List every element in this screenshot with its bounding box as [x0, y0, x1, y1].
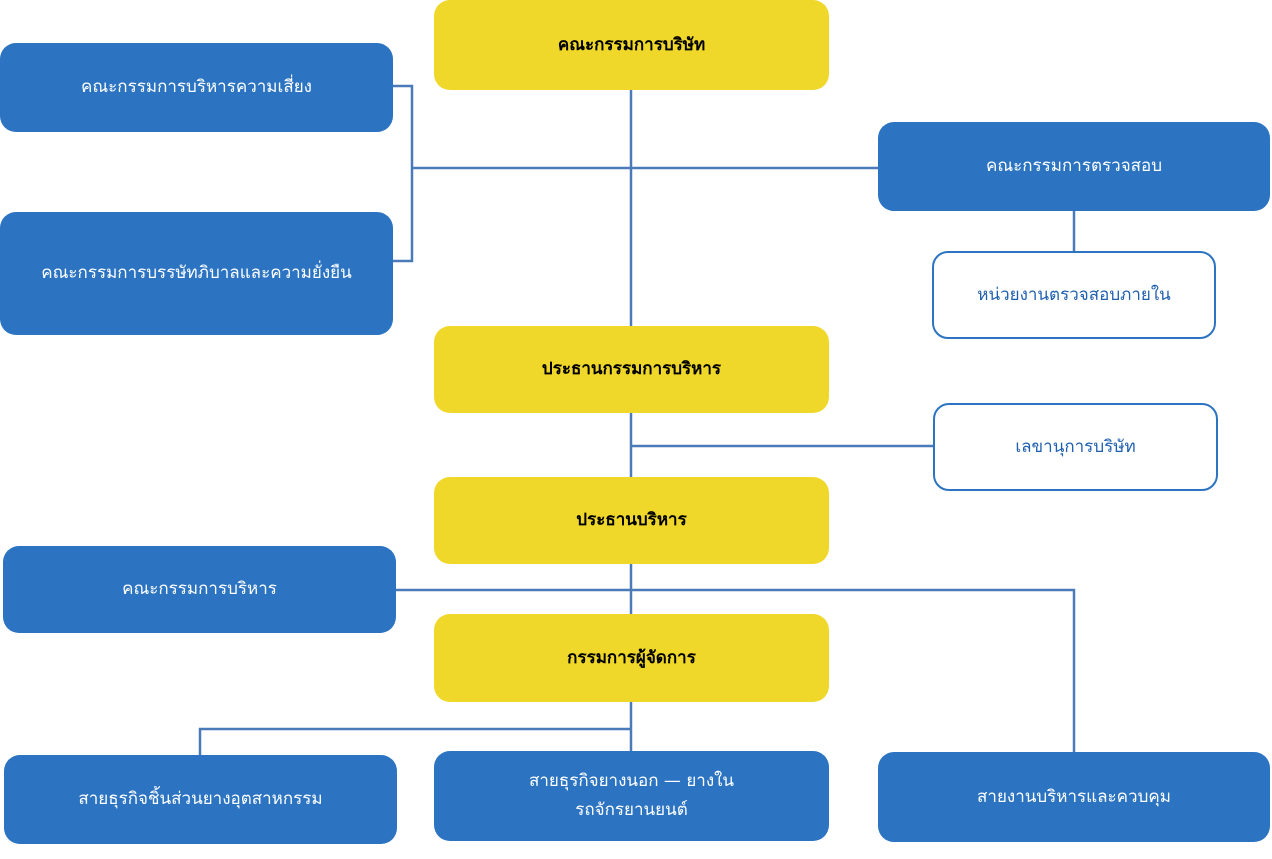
board-of-directors-box: คณะกรรมการบริษัท	[434, 0, 829, 90]
executive-committee-box: คณะกรรมการบริหาร	[3, 546, 396, 633]
managing-director-label: กรรมการผู้จัดการ	[567, 647, 696, 668]
admin-and-control-division-box: สายงานบริหารและควบคุม	[878, 752, 1270, 842]
industrial-rubber-parts-division-box: สายธุรกิจชิ้นส่วนยางอุตสาหกรรม	[4, 755, 397, 844]
company-secretary-label: เลขานุการบริษัท	[1015, 436, 1136, 457]
internal-audit-unit-box: หน่วยงานตรวจสอบภายใน	[932, 251, 1216, 339]
chief-executive-label: ประธานบริหาร	[576, 510, 687, 531]
governance-sustainability-committee-box: คณะกรรมการบรรษัทภิบาลและความยั่งยืน	[0, 212, 393, 335]
motorcycle-tire-division-label-line2: รถจักรยานยนต์	[575, 800, 688, 820]
managing-director-box: กรรมการผู้จัดการ	[434, 614, 829, 702]
connector-risk-committee	[392, 84, 414, 168]
admin-and-control-division-label: สายงานบริหารและควบคุม	[977, 786, 1171, 807]
board-of-directors-label: คณะกรรมการบริษัท	[557, 34, 706, 55]
risk-management-committee-label: คณะกรรมการบริหารความเสี่ยง	[81, 77, 312, 98]
motorcycle-tire-division-label-line1: สายธุรกิจยางนอก — ยางใน	[528, 771, 735, 792]
audit-committee-label: คณะกรรมการตรวจสอบ	[985, 156, 1163, 177]
governance-sustainability-committee-label: คณะกรรมการบรรษัทภิบาลและความยั่งยืน	[41, 263, 352, 284]
internal-audit-unit-label: หน่วยงานตรวจสอบภายใน	[977, 284, 1171, 305]
industrial-rubber-parts-division-label: สายธุรกิจชิ้นส่วนยางอุตสาหกรรม	[78, 789, 323, 810]
company-secretary-box: เลขานุการบริษัท	[933, 403, 1218, 491]
connector-industrial-rubber-division	[198, 727, 631, 755]
motorcycle-tire-division-label: สายธุรกิจยางนอก — ยางใน รถจักรยานยนต์	[529, 767, 734, 825]
connector-governance-committee	[392, 168, 414, 263]
executive-committee-label: คณะกรรมการบริหาร	[122, 579, 277, 600]
connector-executive-committee-to-admin-division	[396, 588, 1076, 752]
audit-committee-box: คณะกรรมการตรวจสอบ	[878, 122, 1270, 211]
motorcycle-tire-division-box: สายธุรกิจยางนอก — ยางใน รถจักรยานยนต์	[434, 751, 829, 841]
executive-chairman-label: ประธานกรรมการบริหาร	[541, 359, 722, 380]
risk-management-committee-box: คณะกรรมการบริหารความเสี่ยง	[0, 43, 393, 132]
executive-chairman-box: ประธานกรรมการบริหาร	[434, 326, 829, 413]
chief-executive-box: ประธานบริหาร	[434, 477, 829, 564]
